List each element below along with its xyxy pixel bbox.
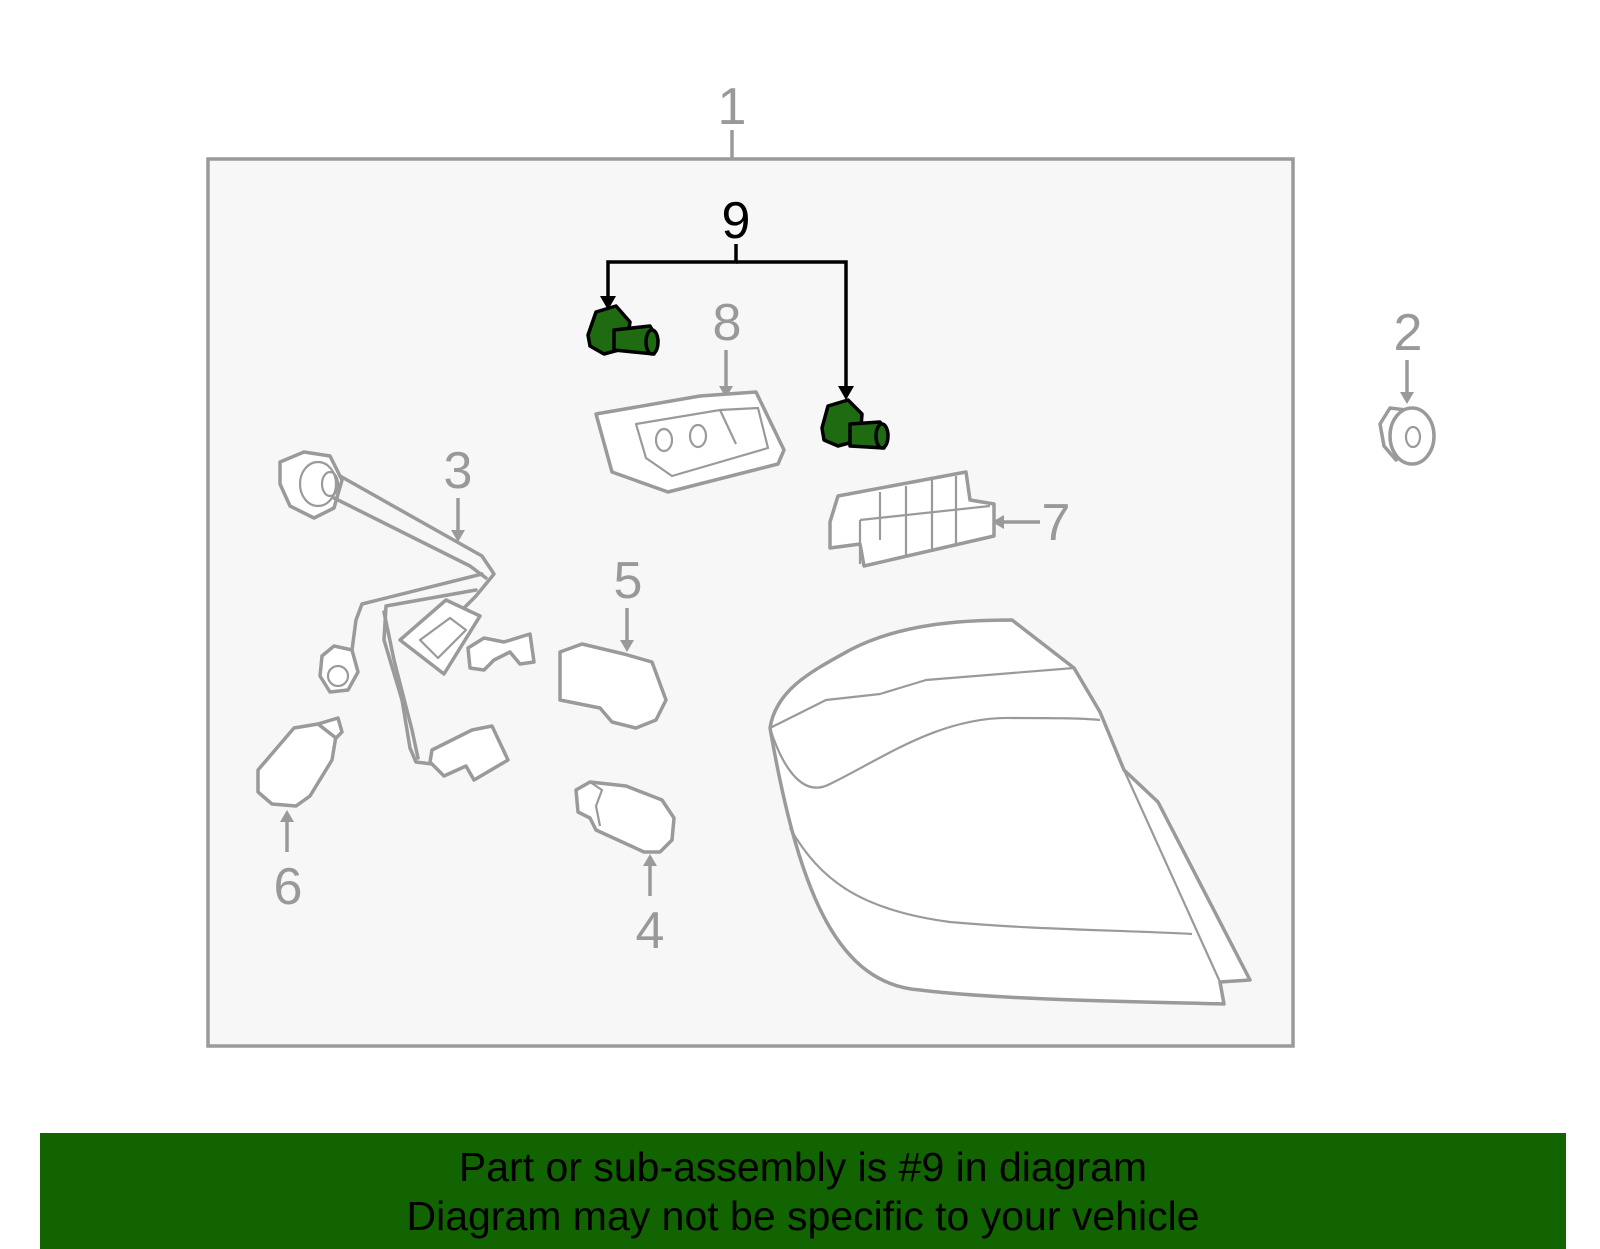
part-7-connector-block[interactable] — [828, 470, 996, 568]
part-5-bulb-socket[interactable] — [558, 642, 668, 730]
bolt-part-9-right[interactable] — [820, 398, 890, 450]
part-8-panel[interactable] — [594, 390, 786, 494]
tail-lamp-housing[interactable] — [768, 618, 1252, 1006]
callout-2[interactable]: 2 — [1394, 304, 1423, 362]
info-banner: Part or sub-assembly is #9 in diagram Di… — [40, 1133, 1566, 1249]
part-2-nut[interactable] — [1378, 406, 1436, 466]
callout-7[interactable]: 7 — [1042, 494, 1071, 552]
callout-6[interactable]: 6 — [274, 858, 303, 916]
banner-line-disclaimer: Diagram may not be specific to your vehi… — [406, 1193, 1200, 1239]
banner-line-part-number: Part or sub-assembly is #9 in diagram — [458, 1144, 1148, 1190]
callout-9[interactable]: 9 — [722, 192, 751, 250]
bolt-part-9-left[interactable] — [586, 304, 660, 356]
callout-8[interactable]: 8 — [713, 294, 742, 352]
part-4-bulb[interactable] — [574, 780, 676, 854]
part-6-bulb[interactable] — [256, 716, 344, 808]
callout-3[interactable]: 3 — [444, 442, 473, 500]
callout-4[interactable]: 4 — [636, 902, 665, 960]
callout-1[interactable]: 1 — [718, 78, 747, 136]
leader-line-9 — [600, 244, 854, 400]
callout-5[interactable]: 5 — [614, 552, 643, 610]
part-3-wire-harness[interactable] — [278, 450, 536, 782]
